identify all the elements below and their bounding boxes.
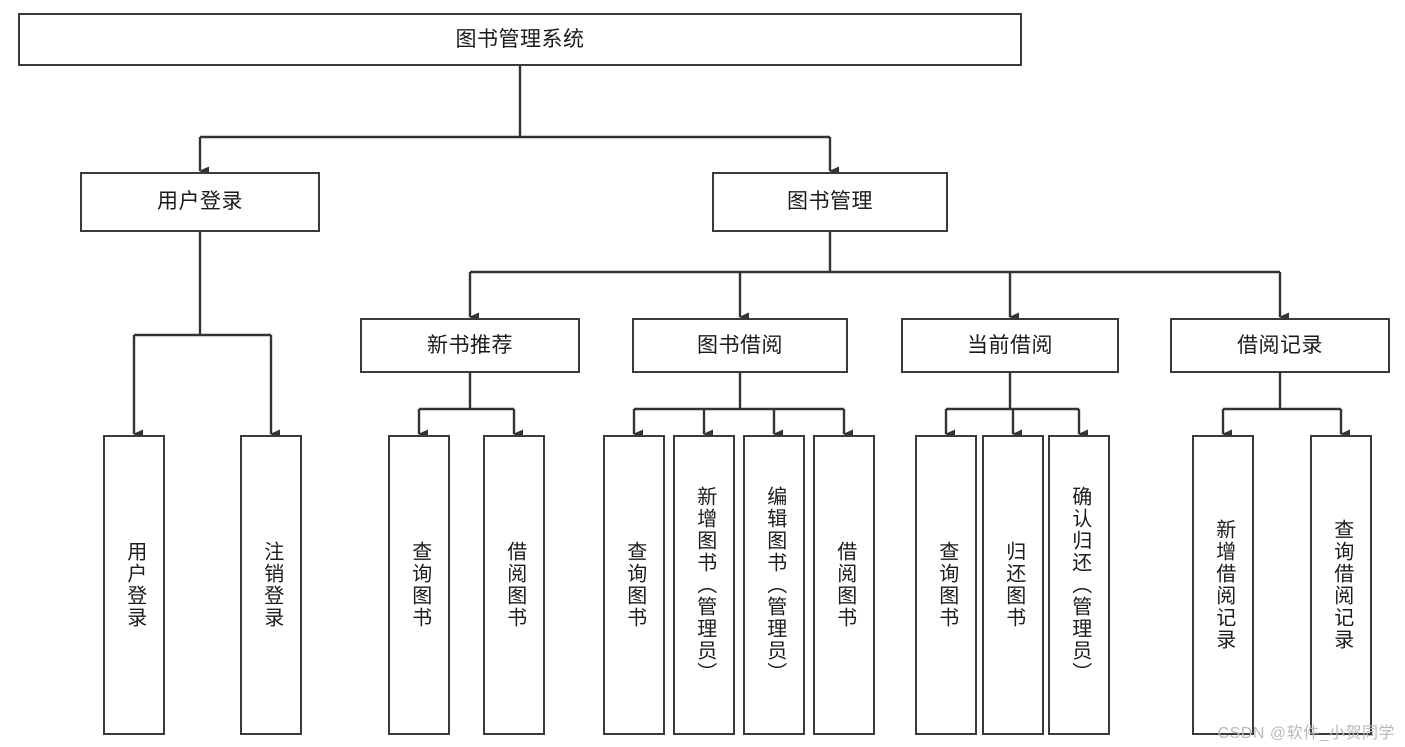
node-label: 新书推荐 xyxy=(427,333,513,357)
node-leaf-edit-book[interactable]: 编辑图书（管理员） xyxy=(743,435,805,735)
node-label: 借阅记录 xyxy=(1237,333,1323,357)
node-label: 查询图书 xyxy=(935,541,958,629)
node-label: 借阅图书 xyxy=(503,541,526,629)
node-current-borrow[interactable]: 当前借阅 xyxy=(901,318,1119,373)
node-leaf-query-book-2[interactable]: 查询图书 xyxy=(603,435,665,735)
node-label: 注销登录 xyxy=(260,541,283,629)
node-label: 图书借阅 xyxy=(697,333,783,357)
node-label: 归还图书 xyxy=(1002,541,1025,629)
node-leaf-confirm-return[interactable]: 确认归还（管理员） xyxy=(1048,435,1110,735)
node-book-manage[interactable]: 图书管理 xyxy=(712,172,948,232)
node-leaf-borrow-book-2[interactable]: 借阅图书 xyxy=(813,435,875,735)
node-label: 借阅图书 xyxy=(833,541,856,629)
node-label: 查询图书 xyxy=(408,541,431,629)
node-label: 图书管理 xyxy=(787,190,873,214)
node-leaf-query-book-1[interactable]: 查询图书 xyxy=(388,435,450,735)
node-leaf-add-record[interactable]: 新增借阅记录 xyxy=(1192,435,1254,735)
node-borrow-record[interactable]: 借阅记录 xyxy=(1170,318,1390,373)
node-label: 图书管理系统 xyxy=(455,27,585,51)
node-label: 当前借阅 xyxy=(967,333,1053,357)
node-label: 用户登录 xyxy=(157,190,243,214)
node-leaf-add-book[interactable]: 新增图书（管理员） xyxy=(673,435,735,735)
node-label: 确认归还（管理员） xyxy=(1068,486,1091,684)
node-label: 新增图书（管理员） xyxy=(693,486,716,684)
node-book-borrow[interactable]: 图书借阅 xyxy=(632,318,848,373)
node-label: 用户登录 xyxy=(123,541,146,629)
node-leaf-query-record[interactable]: 查询借阅记录 xyxy=(1310,435,1372,735)
node-label: 查询借阅记录 xyxy=(1330,519,1353,651)
node-user-login[interactable]: 用户登录 xyxy=(80,172,320,232)
csdn-watermark: CSDN @软件_小贺同学 xyxy=(1217,725,1395,742)
node-label: 查询图书 xyxy=(623,541,646,629)
node-leaf-return-book[interactable]: 归还图书 xyxy=(982,435,1044,735)
node-leaf-query-book-3[interactable]: 查询图书 xyxy=(915,435,977,735)
node-leaf-borrow-book-1[interactable]: 借阅图书 xyxy=(483,435,545,735)
node-leaf-user-login[interactable]: 用户登录 xyxy=(103,435,165,735)
node-root[interactable]: 图书管理系统 xyxy=(18,13,1022,66)
node-new-book-rec[interactable]: 新书推荐 xyxy=(360,318,580,373)
node-label: 编辑图书（管理员） xyxy=(763,486,786,684)
node-leaf-logout[interactable]: 注销登录 xyxy=(240,435,302,735)
node-label: 新增借阅记录 xyxy=(1212,519,1235,651)
